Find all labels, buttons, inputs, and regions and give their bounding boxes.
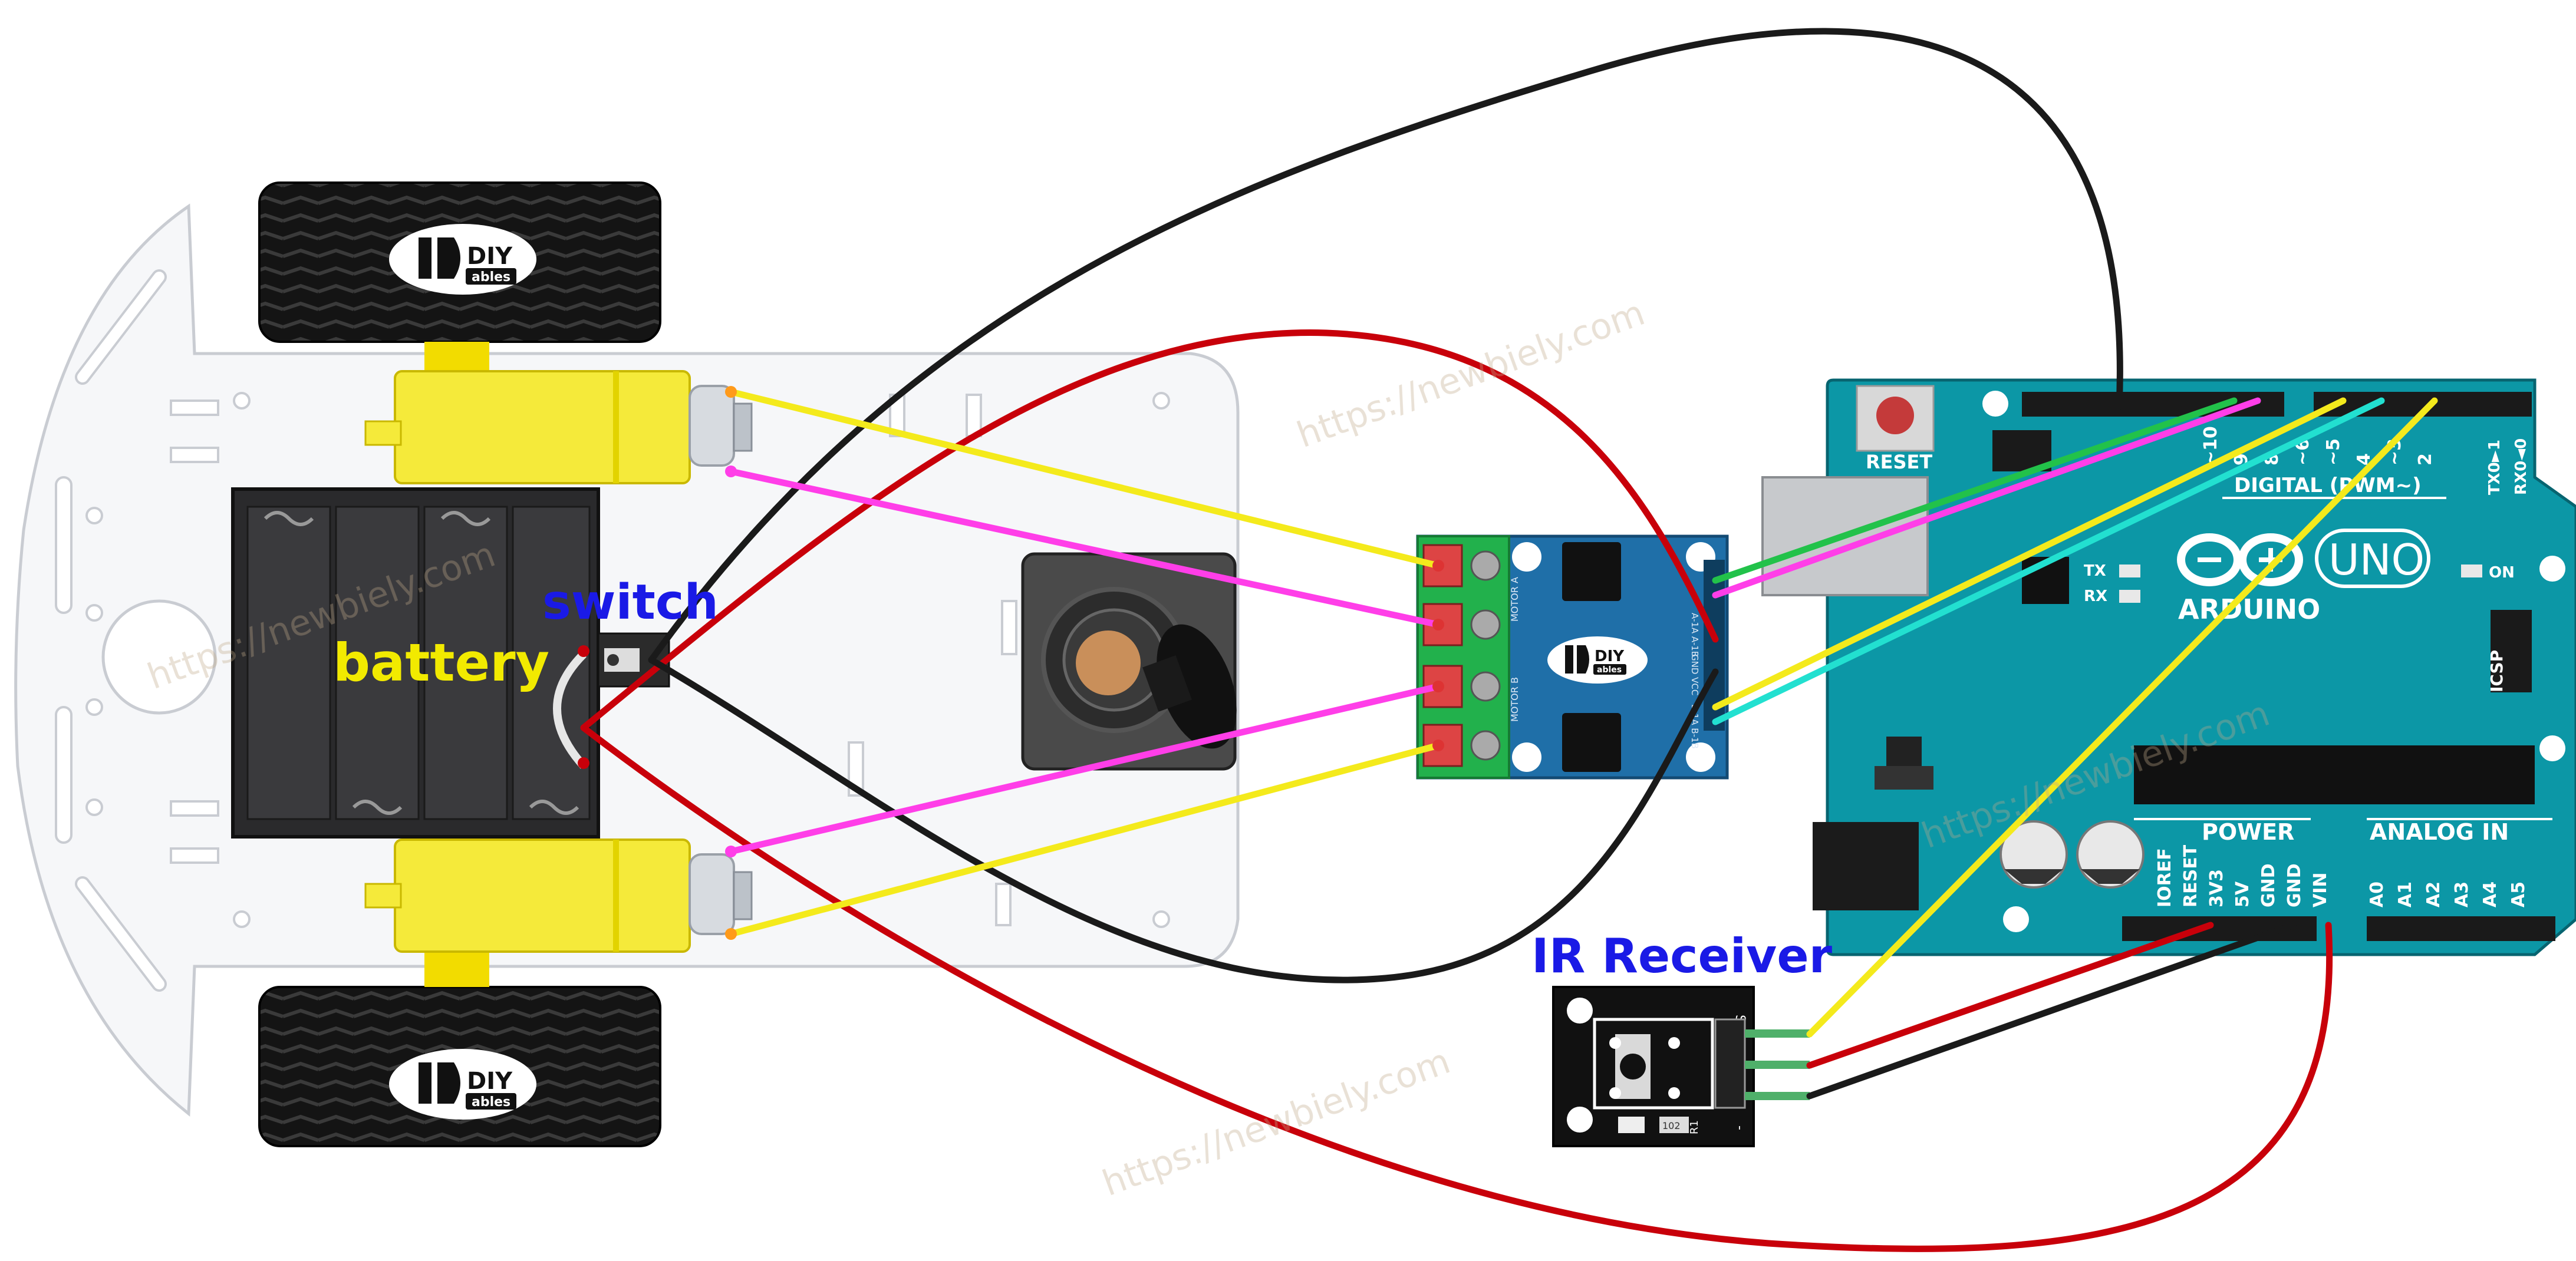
motor-bottom — [364, 839, 753, 987]
ir-r1-label: R1 — [1688, 1120, 1701, 1134]
reset-button[interactable] — [1856, 385, 1935, 452]
analog-pin-label-0: A0 — [2367, 882, 2387, 907]
analog-pin-label-3: A3 — [2452, 882, 2472, 907]
motor-top — [364, 342, 753, 484]
wire-yellow-ir-signal — [1806, 397, 2438, 1038]
driver-motor-a-label: MOTOR A — [1509, 577, 1520, 622]
power-pin-label-1: RESET — [2180, 844, 2201, 907]
analog-pin-label-2: A2 — [2423, 882, 2444, 907]
driver-logo-ables: ables — [1597, 665, 1622, 675]
ir-code-label: 102 — [1662, 1120, 1681, 1131]
wheel-top: DIY ables — [258, 181, 661, 343]
wheel-bottom: DIY ables — [258, 986, 661, 1147]
ir-minus-label: - — [1732, 1125, 1747, 1130]
wire-red-vin — [580, 724, 2333, 1252]
analog-pin-label-1: A1 — [2395, 882, 2416, 907]
analog-in-label: ANALOG IN — [2370, 819, 2509, 845]
ir-receiver-module: 102 R1 S - — [1552, 986, 1810, 1147]
driver-gnd-vcc-label: GND VCC — [1689, 654, 1700, 695]
driver-motor-b-label: MOTOR B — [1509, 677, 1520, 722]
logo-top-diy: DIY — [467, 243, 513, 270]
power-pin-label-3: 5V — [2232, 881, 2253, 907]
wire-red-battery-driver — [580, 329, 1719, 731]
rx-label: RX — [2084, 587, 2107, 605]
wire-red-ir-vcc — [1806, 922, 2214, 1069]
analog-pin-label-5: A5 — [2508, 882, 2529, 907]
wire-green-d10 — [1712, 397, 2238, 584]
wire-pink-motor-top — [727, 468, 1442, 628]
logo-top: DIY ables — [419, 237, 516, 285]
logo-bottom: DIY ables — [419, 1062, 516, 1110]
wire-cyan-d5 — [1712, 397, 2385, 725]
arduino-logo — [2177, 533, 2303, 586]
wire-pink-d9 — [1712, 397, 2261, 599]
power-pin-label-2: 3V3 — [2206, 869, 2227, 907]
arduino-brand: ARDUINO — [2178, 593, 2320, 625]
tx-label: TX — [2084, 562, 2106, 580]
watermark-1: https://newbiely.com — [1292, 292, 1650, 456]
power-pin-label-6: VIN — [2310, 873, 2331, 908]
rx0-label: RX0◄0 — [2512, 438, 2530, 495]
tx0-label: TX0►1 — [2486, 440, 2503, 495]
power-pin-label-0: IOREF — [2155, 848, 2175, 907]
wire-yellow-motor-top — [727, 388, 1442, 569]
motor-driver: DIY ables MOTOR A MOTOR B A-1A A-1B GND … — [1416, 534, 1729, 780]
driver-pins-top-label: A-1A A-1B — [1689, 613, 1700, 657]
reset-label: RESET — [1866, 451, 1932, 473]
wire-endpoints — [578, 386, 1444, 940]
icsp-label: ICSP — [2487, 650, 2506, 692]
battery-label: battery — [333, 632, 549, 693]
wire-black-ir-gnd — [1806, 922, 2297, 1100]
wire-black-lower — [648, 656, 1719, 983]
arduino-uno: RESET DIGITAL (PWM~) TX0►1 RX0◄0 UNO — [1761, 378, 2576, 956]
logo-bottom-ables: ables — [472, 1095, 510, 1110]
wire-yellow-motor-bottom — [727, 742, 1442, 938]
logo-top-ables: ables — [472, 270, 510, 285]
digital-pin-label-7: 2 — [2415, 453, 2436, 466]
power-pin-label-5: GND — [2284, 863, 2305, 907]
wire-pink-motor-bottom — [727, 683, 1442, 855]
digital-pin-label-4: ~5 — [2323, 438, 2344, 466]
analog-pin-labels: A0 A1 A2 A3 A4 A5 — [2367, 882, 2529, 907]
wire-black-top — [648, 28, 2123, 663]
watermark-4: https://newbiely.com — [1097, 1041, 1455, 1204]
screw-terminals — [1422, 544, 1501, 767]
analog-pin-label-4: A4 — [2480, 882, 2501, 907]
switch-block — [597, 632, 670, 688]
wire-yellow-d6 — [1712, 397, 2347, 711]
battery-holder — [231, 487, 600, 839]
digital-label: DIGITAL (PWM~) — [2234, 474, 2422, 497]
on-label: ON — [2489, 564, 2515, 582]
power-label: POWER — [2202, 819, 2294, 845]
driver-logo-diy: DIY — [1595, 648, 1625, 665]
ir-receiver-label: IR Receiver — [1531, 929, 1833, 983]
uno-label: UNO — [2328, 535, 2425, 585]
caster-wheel — [1021, 552, 1237, 771]
power-pin-label-4: GND — [2258, 863, 2279, 907]
switch-label: switch — [542, 575, 719, 630]
logo-bottom-diy: DIY — [467, 1068, 513, 1095]
wires — [580, 28, 2438, 1252]
